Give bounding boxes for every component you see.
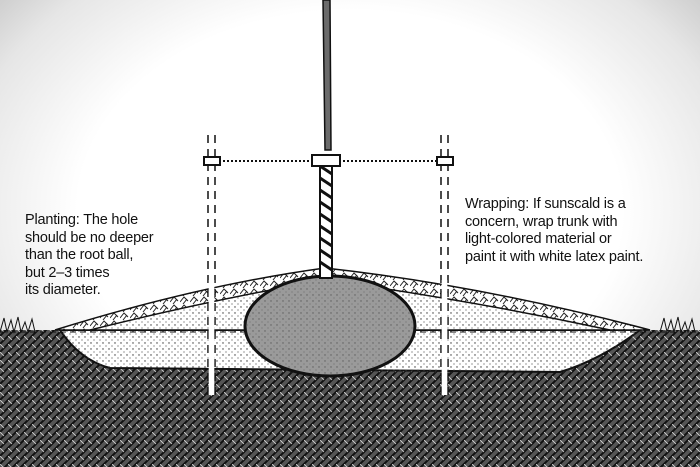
caption-line: its diameter.: [25, 282, 101, 298]
grass: [0, 316, 696, 334]
caption-line: but 2–3 times: [25, 264, 110, 281]
caption-line: Planting: The hole: [25, 212, 139, 228]
caption-line: than the root ball,: [25, 247, 134, 263]
stake-left: [207, 135, 216, 395]
planting-caption: Planting: The hole should be no deeper t…: [25, 212, 154, 300]
stake-right: [440, 135, 449, 395]
wrapping-caption: Wrapping: If sunscald is a concern, wrap…: [465, 196, 643, 266]
caption-line: light-colored material or: [465, 231, 612, 247]
caption-line: concern, wrap trunk with: [465, 213, 618, 230]
caption-line: paint it with white latex paint.: [465, 248, 644, 265]
trunk: [322, 0, 332, 151]
caption-line: Wrapping: If sunscald is a: [465, 196, 626, 212]
tree-tie: [311, 154, 341, 167]
caption-line: should be no deeper: [25, 229, 154, 246]
